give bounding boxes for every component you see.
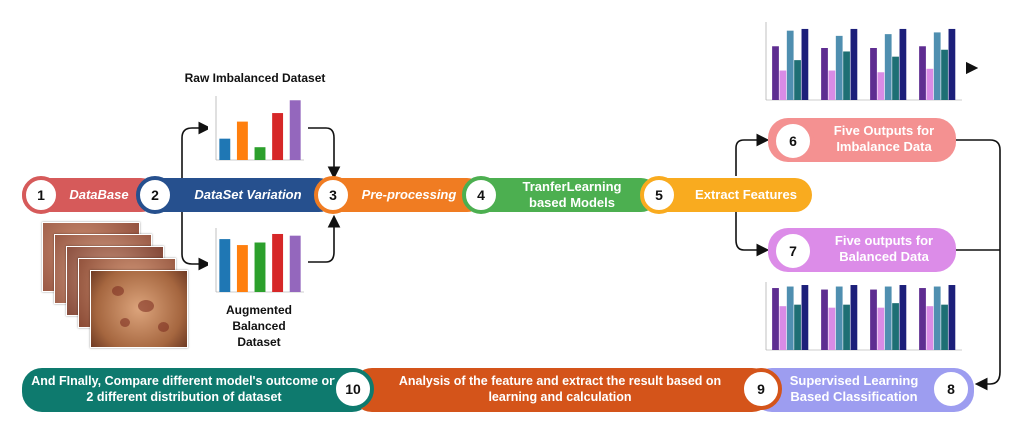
- arrow-raw-to-preprocess: [306, 127, 341, 180]
- chart-bar: [850, 28, 858, 100]
- chart-bar: [236, 121, 248, 160]
- step-10-pill[interactable]: And FInally, Compare different model's o…: [22, 368, 372, 412]
- chart-bar: [892, 303, 899, 350]
- chart-bar: [899, 285, 907, 350]
- arrow-to-augmented-chart: [181, 212, 212, 271]
- chart-bar: [843, 304, 850, 350]
- step-4-number: 4: [462, 176, 500, 214]
- arrow-to-raw-chart: [181, 121, 212, 178]
- step-10-number: 10: [332, 368, 374, 410]
- lesion-spot: [158, 322, 169, 332]
- step-9-number: 9: [740, 368, 782, 410]
- step-9-pill[interactable]: Analysis of the feature and extract the …: [352, 368, 772, 412]
- chart-bar: [884, 286, 892, 350]
- chart-bar: [254, 242, 266, 292]
- chart-bar: [919, 288, 926, 350]
- chart-bar: [289, 100, 301, 160]
- step-7-label: Five outputs for Balanced Data: [834, 233, 934, 264]
- chart-bar: [772, 288, 779, 350]
- chart-bar: [289, 235, 301, 292]
- chart-bar: [948, 285, 956, 350]
- chart-bar: [926, 306, 934, 350]
- chart-bar: [843, 51, 850, 100]
- step-9-label: Analysis of the feature and extract the …: [398, 374, 722, 404]
- step-1-label: DataBase: [69, 187, 129, 202]
- chart-bar: [219, 239, 231, 292]
- chart-bar: [828, 70, 836, 100]
- chart-bar: [254, 147, 266, 160]
- chart-bar: [786, 286, 794, 350]
- chart-bar: [941, 304, 948, 350]
- step-5-label: Extract Features: [695, 187, 797, 202]
- chart-bar: [821, 289, 828, 350]
- chart-bar: [933, 32, 941, 100]
- step-3-number: 3: [314, 176, 352, 214]
- chart-bar: [926, 68, 934, 100]
- step-1-number: 1: [22, 176, 60, 214]
- chart-bar: [835, 286, 843, 350]
- arrow-6-to-8: [955, 139, 1001, 391]
- raw-imbalanced-chart: [208, 92, 308, 168]
- step-6-label: Five Outputs for Imbalance Data: [833, 123, 935, 154]
- chart-bar: [801, 28, 809, 100]
- augmented-dataset-caption: Augmented Balanced Dataset: [226, 303, 292, 349]
- chart-bar: [899, 28, 907, 100]
- raw-dataset-caption: Raw Imbalanced Dataset: [184, 71, 326, 85]
- chart-bar: [828, 307, 836, 350]
- step-2-label: DataSet Variation: [194, 187, 302, 202]
- chart-bar: [794, 60, 801, 100]
- step-7-number: 7: [772, 230, 814, 272]
- chart-bar: [884, 34, 892, 100]
- chart-bar: [870, 48, 877, 100]
- chart-bar: [786, 30, 794, 100]
- chart-bar: [236, 245, 248, 292]
- augmented-balanced-chart: [208, 224, 308, 300]
- balanced-results-chart: [752, 278, 966, 360]
- chart-bar: [919, 46, 926, 100]
- step-10-label: And FInally, Compare different model's o…: [31, 374, 337, 404]
- chart-bar: [801, 285, 809, 350]
- arrow-augmented-to-preprocess: [306, 214, 341, 263]
- chart-bar: [272, 113, 284, 160]
- chart-bar: [272, 233, 284, 292]
- chart-bar: [794, 304, 801, 350]
- step-8-label: Supervised Learning Based Classification: [789, 373, 919, 404]
- lesion-spot: [112, 286, 124, 296]
- chart-bar: [219, 138, 231, 160]
- chart-bar: [850, 285, 858, 350]
- chart-bar: [877, 307, 885, 350]
- step-3-label: Pre-processing: [361, 187, 457, 202]
- lesion-spot: [138, 300, 154, 312]
- chart-bar: [779, 70, 787, 100]
- chart-bar: [870, 289, 877, 350]
- step-4-label: TranferLearning based Models Training: [522, 179, 622, 226]
- chart-bar: [941, 49, 948, 100]
- step-2-number: 2: [136, 176, 174, 214]
- chart-bar: [892, 56, 899, 100]
- step-5-number: 5: [640, 176, 678, 214]
- chart-bar: [821, 48, 828, 100]
- arrow-to-output-6: [735, 133, 770, 176]
- step-6-number: 6: [772, 120, 814, 162]
- step-8-number: 8: [930, 368, 972, 410]
- chart-bar: [933, 286, 941, 350]
- chart-bar: [772, 46, 779, 100]
- lesion-spot: [120, 318, 130, 327]
- chart-bar: [877, 72, 885, 100]
- chart-bar: [835, 35, 843, 100]
- chart-bar: [779, 306, 787, 350]
- imbalance-results-chart: [752, 18, 966, 110]
- chart-bar: [948, 28, 956, 100]
- arrow-to-output-7: [735, 212, 770, 257]
